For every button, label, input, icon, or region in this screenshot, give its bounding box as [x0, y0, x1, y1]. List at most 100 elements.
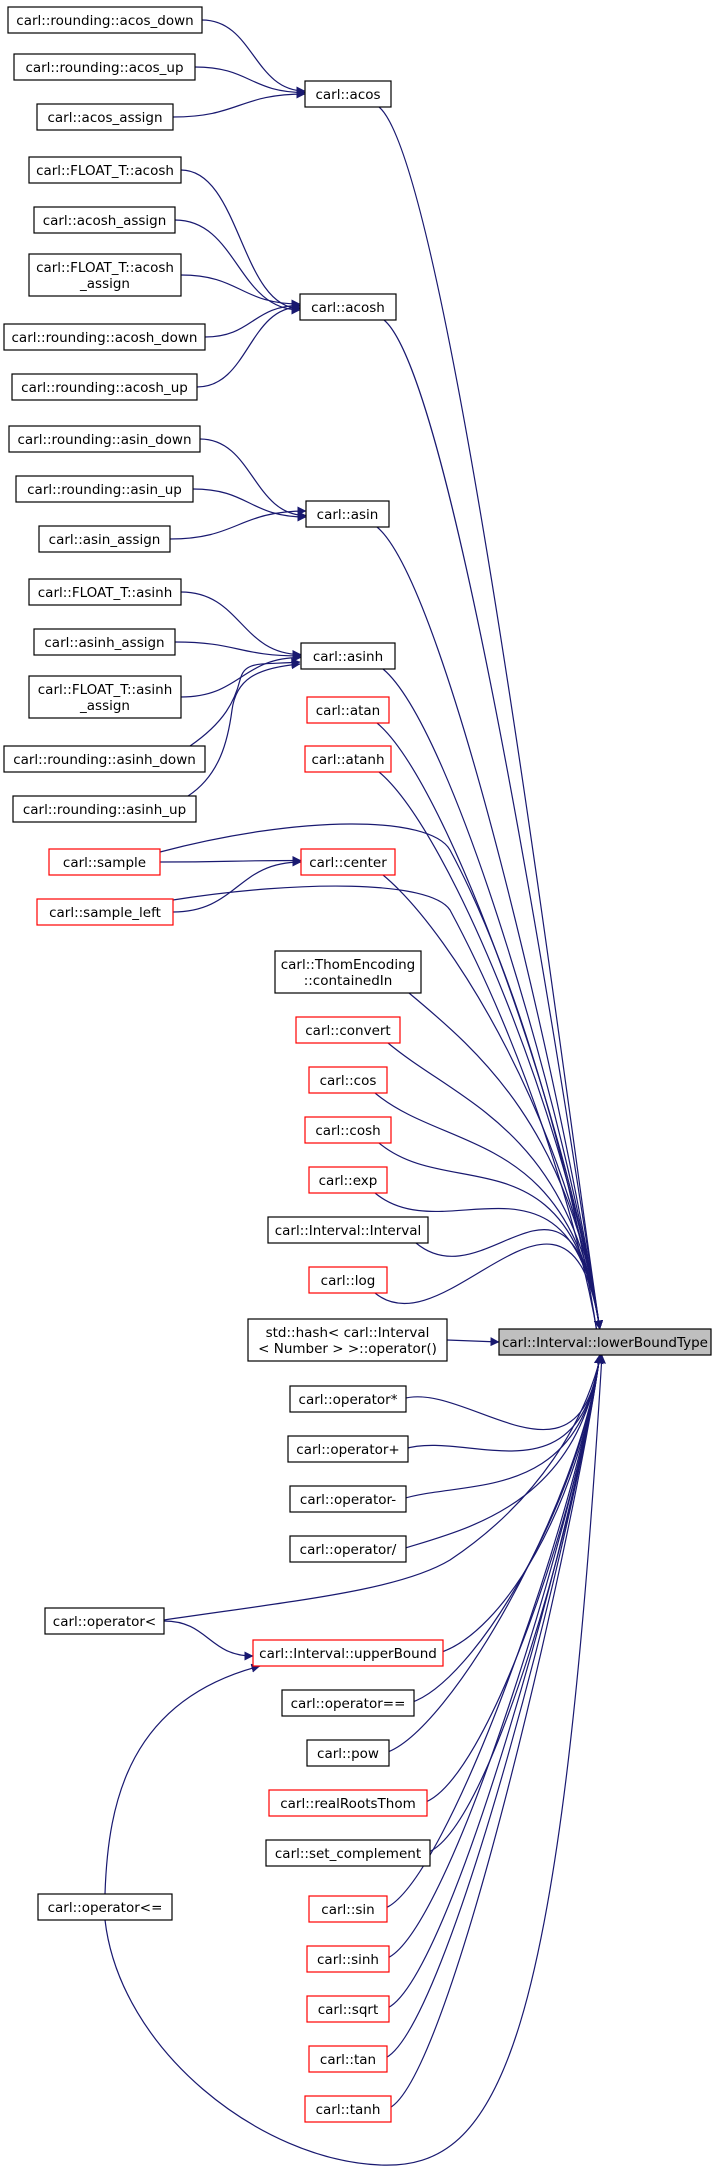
edge-rounding_acos_down-to-acos — [201, 19, 306, 96]
edge-op_minus-to-root — [401, 1354, 604, 1500]
edge-asin-to-root — [376, 526, 604, 1330]
node-interval_interval[interactable]: carl::Interval::Interval — [267, 1216, 429, 1244]
edge-realroots-to-root — [422, 1354, 604, 1804]
node-box — [33, 206, 176, 234]
node-cosh[interactable]: carl::cosh — [304, 1116, 392, 1144]
edge-rounding_asinh_down-to-asinh — [189, 658, 301, 747]
node-label: carl::rounding::asinh_down — [13, 752, 196, 768]
node-op_mul[interactable]: carl::operator* — [289, 1385, 407, 1413]
node-rounding_asinh_down[interactable]: carl::rounding::asinh_down — [3, 745, 206, 773]
node-tan[interactable]: carl::tan — [308, 2045, 388, 2073]
node-center[interactable]: carl::center — [300, 848, 396, 876]
node-op_lt[interactable]: carl::operator< — [44, 1607, 165, 1635]
edge-exp-to-root — [374, 1192, 603, 1330]
node-std_hash[interactable]: std::hash< carl::Interval< Number > >::o… — [247, 1318, 448, 1362]
node-asinh[interactable]: carl::asinh — [300, 642, 396, 670]
node-convert[interactable]: carl::convert — [295, 1016, 401, 1044]
edge-cos-to-root — [374, 1092, 603, 1330]
node-float_acosh_assign[interactable]: carl::FLOAT_T::acosh_assign — [28, 253, 182, 297]
node-label: carl::FLOAT_T::acosh — [36, 163, 174, 179]
node-box — [12, 795, 197, 823]
node-atan[interactable]: carl::atan — [306, 696, 390, 724]
root-node[interactable]: carl::Interval::lowerBoundType — [498, 1328, 712, 1356]
node-sinh[interactable]: carl::sinh — [306, 1945, 390, 1973]
node-realroots[interactable]: carl::realRootsThom — [268, 1789, 428, 1817]
node-op_le[interactable]: carl::operator<= — [37, 1893, 173, 1921]
node-cos[interactable]: carl::cos — [308, 1066, 388, 1094]
node-float_asinh[interactable]: carl::FLOAT_T::asinh — [28, 578, 182, 606]
node-rounding_acos_down[interactable]: carl::rounding::acos_down — [7, 6, 203, 34]
node-label: carl::sample_left — [49, 905, 161, 921]
node-box — [38, 525, 171, 553]
node-box — [308, 1266, 388, 1294]
node-rounding_acos_up[interactable]: carl::rounding::acos_up — [13, 53, 196, 81]
node-label: carl::rounding::asin_down — [17, 432, 191, 448]
edge-rounding_acosh_down-to-acosh — [204, 301, 301, 338]
node-rounding_acosh_down[interactable]: carl::rounding::acosh_down — [3, 323, 206, 351]
node-acos_assign[interactable]: carl::acos_assign — [36, 103, 174, 131]
node-box — [48, 848, 161, 876]
node-label: carl::rounding::acosh_down — [12, 330, 198, 346]
node-box — [268, 1789, 428, 1817]
node-acosh[interactable]: carl::acosh — [299, 293, 397, 321]
node-float_asinh_assign[interactable]: carl::FLOAT_T::asinh_assign — [28, 675, 182, 719]
node-box — [252, 1639, 444, 1667]
node-label: carl::operator== — [291, 1696, 406, 1712]
edge-sample-to-center — [159, 856, 302, 866]
node-label: carl::rounding::acosh_up — [21, 380, 188, 396]
node-upperbound[interactable]: carl::Interval::upperBound — [252, 1639, 444, 1667]
node-box — [3, 745, 206, 773]
node-sqrt[interactable]: carl::sqrt — [306, 1995, 390, 2023]
node-set_complement[interactable]: carl::set_complement — [265, 1839, 431, 1867]
node-label: carl::rounding::acos_down — [16, 13, 193, 29]
node-label: carl::operator- — [300, 1492, 396, 1508]
node-sin[interactable]: carl::sin — [308, 1895, 388, 1923]
node-rounding_acosh_up[interactable]: carl::rounding::acosh_up — [11, 373, 198, 401]
node-label: _assign — [79, 276, 130, 292]
node-box — [299, 293, 397, 321]
node-sample_left[interactable]: carl::sample_left — [36, 898, 174, 926]
nodes: carl::Interval::lowerBoundType carl::roun… — [3, 6, 712, 2123]
node-box — [308, 1166, 388, 1194]
node-label: carl::cosh — [315, 1123, 380, 1139]
node-op_eq[interactable]: carl::operator== — [281, 1689, 415, 1717]
node-label: carl::rounding::asin_up — [27, 482, 182, 498]
node-label: carl::sqrt — [318, 2002, 379, 2018]
edge-rounding_asinh_up-to-asinh — [187, 660, 301, 797]
node-asin[interactable]: carl::asin — [305, 500, 390, 528]
node-float_acosh[interactable]: carl::FLOAT_T::acosh — [28, 156, 182, 184]
node-rounding_asin_up[interactable]: carl::rounding::asin_up — [15, 475, 194, 503]
node-box — [306, 1739, 390, 1767]
edge-tanh-to-root — [386, 1354, 604, 2110]
node-op_plus[interactable]: carl::operator+ — [287, 1435, 409, 1463]
node-asin_assign[interactable]: carl::asin_assign — [38, 525, 171, 553]
node-thom_containedin[interactable]: carl::ThomEncoding::containedIn — [274, 950, 422, 994]
edge-rounding_asin_down-to-asin — [199, 438, 307, 520]
edge-op_div-to-root — [401, 1354, 604, 1550]
node-atanh[interactable]: carl::atanh — [304, 745, 392, 773]
node-op_div[interactable]: carl::operator/ — [289, 1535, 407, 1563]
node-rounding_asinh_up[interactable]: carl::rounding::asinh_up — [12, 795, 197, 823]
node-box — [36, 898, 174, 926]
node-label: carl::asinh_assign — [44, 635, 164, 651]
node-label: carl::cos — [320, 1073, 377, 1089]
edge-set_complement-to-root — [425, 1354, 604, 1854]
node-label: carl::sin — [321, 1902, 374, 1918]
node-tanh[interactable]: carl::tanh — [304, 2095, 392, 2123]
node-acos[interactable]: carl::acos — [304, 80, 392, 108]
node-label: carl::acos_assign — [47, 110, 162, 126]
node-acosh_assign[interactable]: carl::acosh_assign — [33, 206, 176, 234]
node-sample[interactable]: carl::sample — [48, 848, 161, 876]
node-pow[interactable]: carl::pow — [306, 1739, 390, 1767]
node-label: carl::FLOAT_T::acosh — [36, 260, 174, 276]
node-log[interactable]: carl::log — [308, 1266, 388, 1294]
node-asinh_assign[interactable]: carl::asinh_assign — [33, 628, 176, 656]
node-box — [304, 80, 392, 108]
node-rounding_asin_down[interactable]: carl::rounding::asin_down — [8, 425, 201, 453]
edge-op_le-to-upperbound — [104, 1663, 261, 1895]
node-box — [300, 642, 396, 670]
edge-float_asinh-to-asinh — [180, 591, 302, 659]
node-op_minus[interactable]: carl::operator- — [289, 1485, 407, 1513]
node-exp[interactable]: carl::exp — [308, 1166, 388, 1194]
